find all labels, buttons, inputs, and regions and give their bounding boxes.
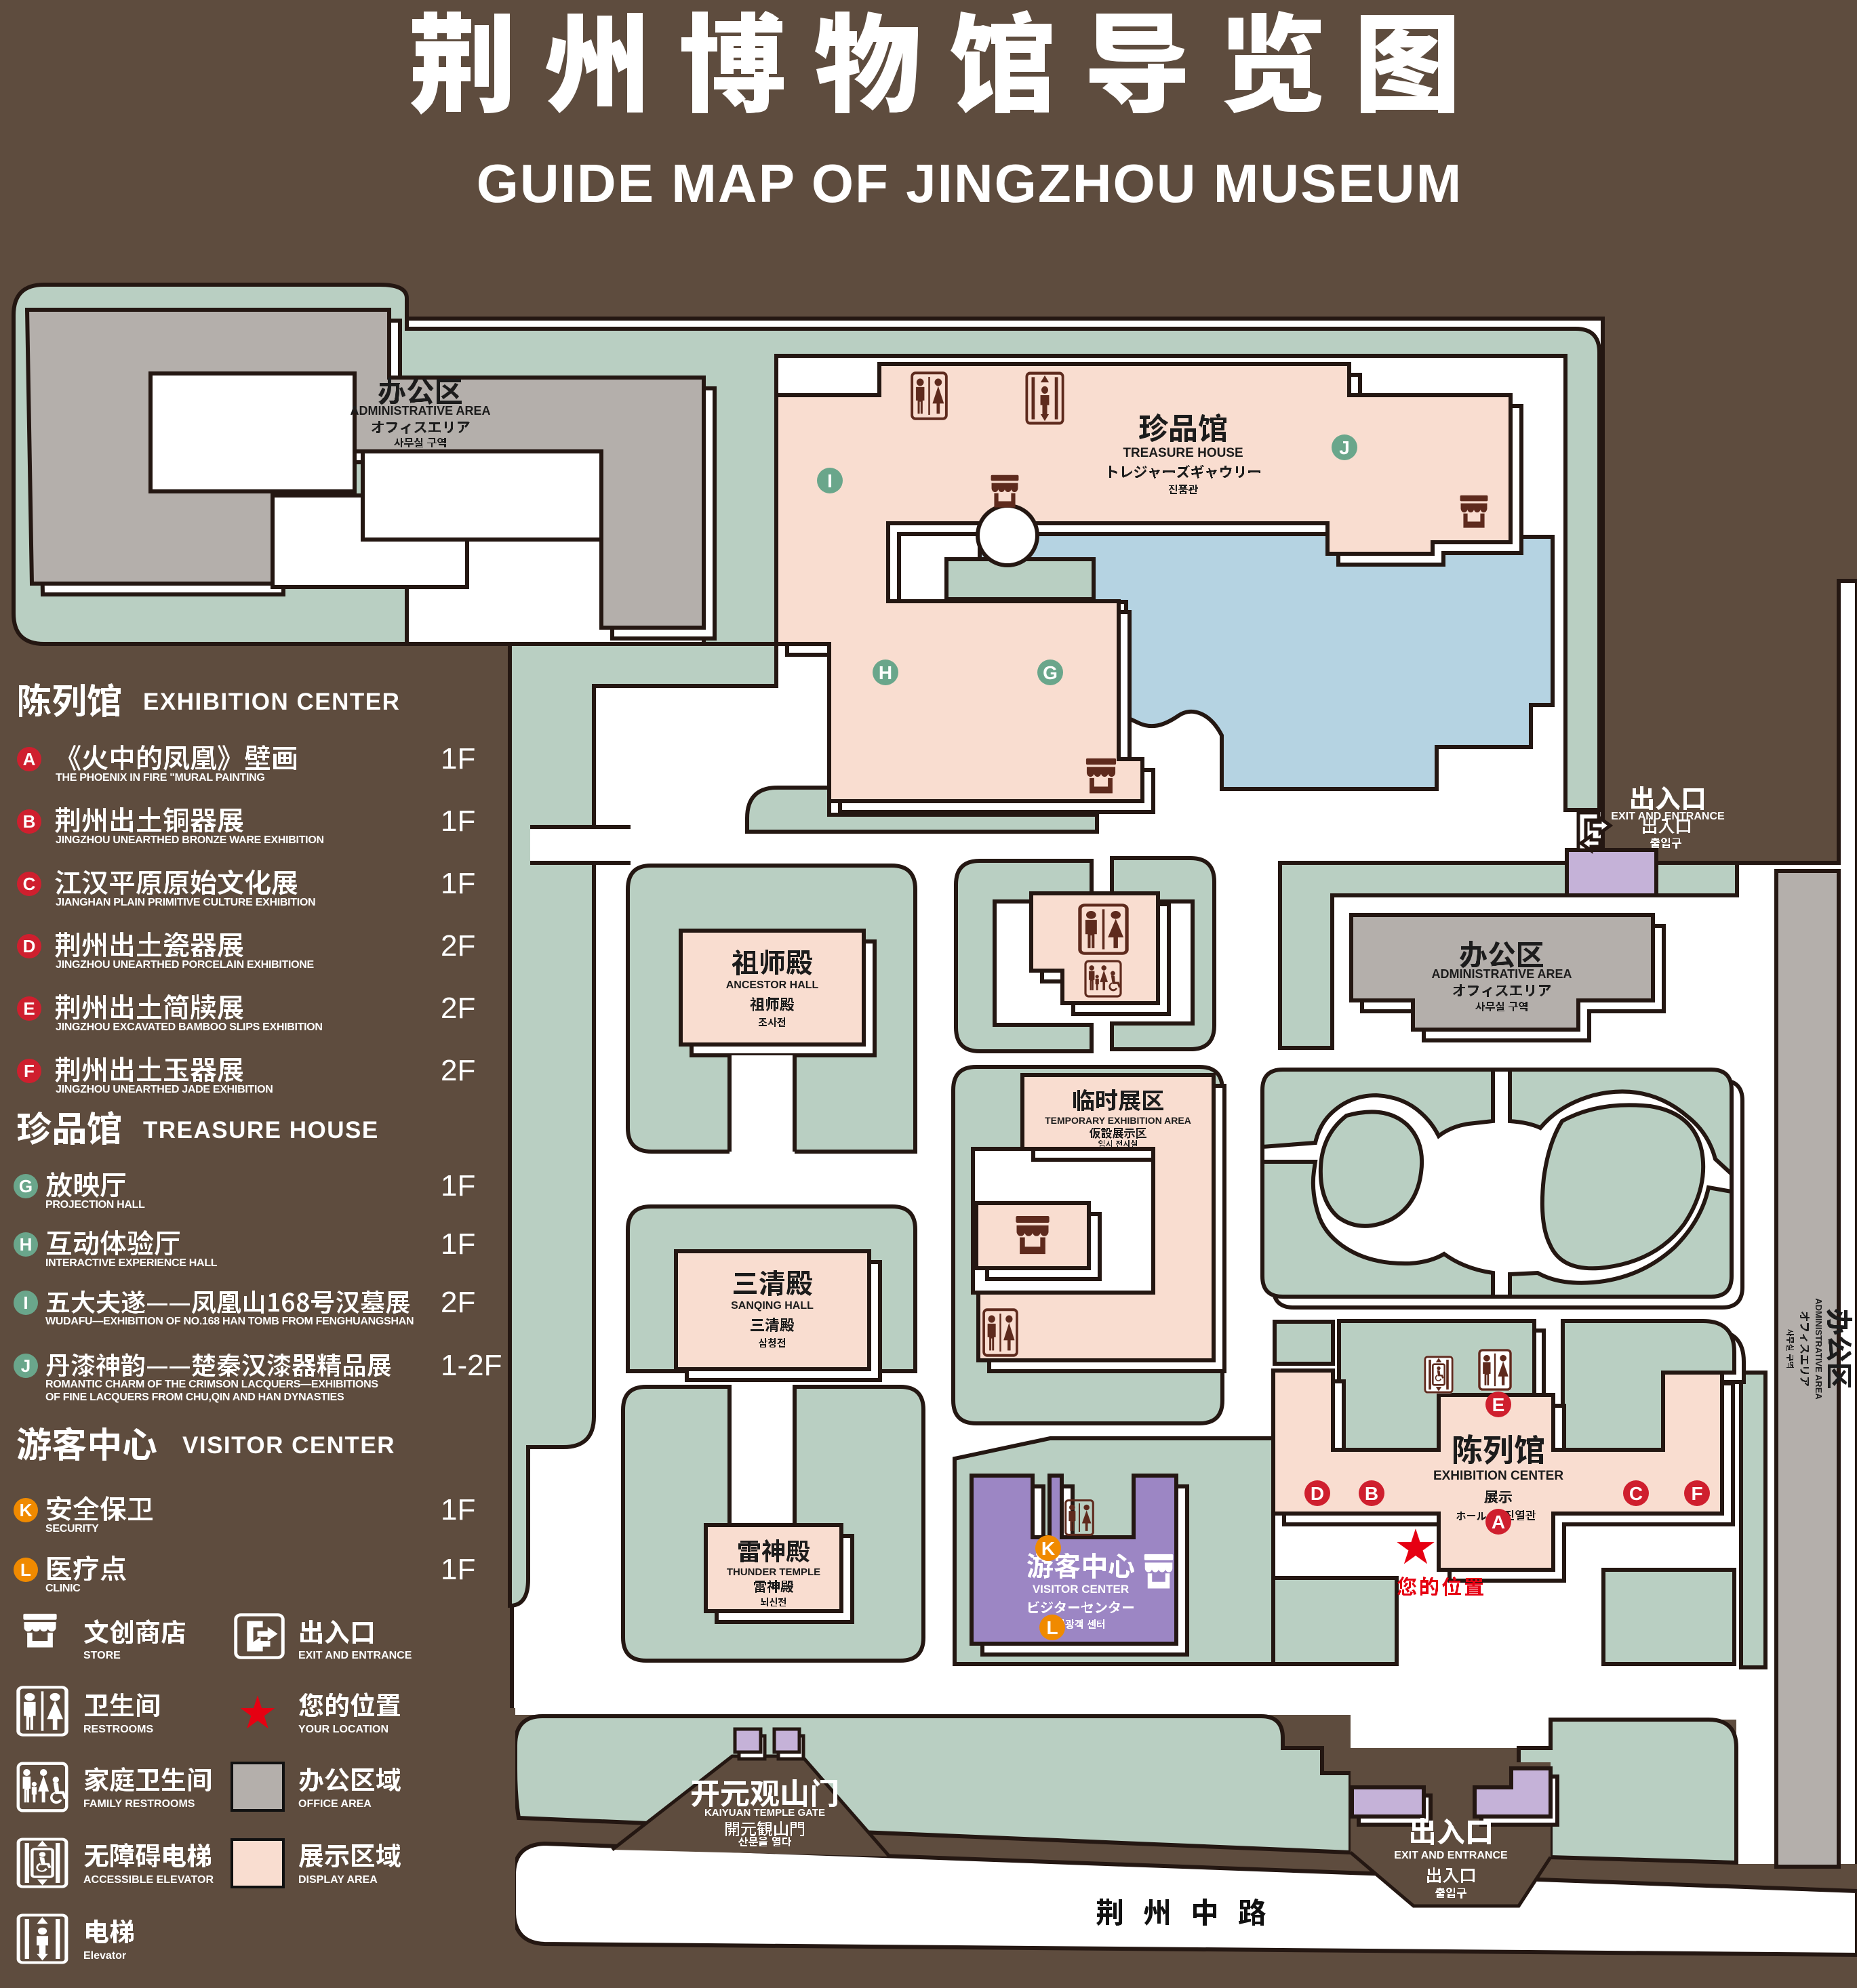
svg-text:1F: 1F (441, 805, 475, 838)
svg-text:G: G (1043, 662, 1058, 683)
svg-text:STORE: STORE (83, 1650, 121, 1661)
svg-text:K: K (1041, 1538, 1055, 1559)
svg-text:2F: 2F (441, 929, 475, 962)
svg-text:GUIDE MAP OF JINGZHOU MUSEUM: GUIDE MAP OF JINGZHOU MUSEUM (477, 153, 1463, 214)
svg-text:A: A (23, 749, 36, 769)
svg-text:JINGZHOU UNEARTHED BRONZE WARE: JINGZHOU UNEARTHED BRONZE WARE EXHIBITIO… (56, 834, 324, 846)
svg-text:THUNDER TEMPLE: THUNDER TEMPLE (727, 1566, 820, 1578)
svg-text:OFFICE AREA: OFFICE AREA (298, 1798, 372, 1810)
svg-text:EXIT AND ENTRANCE: EXIT AND ENTRANCE (298, 1650, 412, 1661)
svg-text:2F: 2F (441, 1286, 475, 1319)
svg-text:H: H (879, 662, 892, 683)
svg-text:RESTROOMS: RESTROOMS (83, 1724, 153, 1735)
svg-text:SECURITY: SECURITY (45, 1523, 99, 1535)
svg-text:THE PHOENIX IN FIRE "MURAL PAI: THE PHOENIX IN FIRE "MURAL PAINTING (56, 772, 265, 784)
svg-text:CLINIC: CLINIC (45, 1583, 81, 1594)
svg-text:YOUR LOCATION: YOUR LOCATION (298, 1724, 388, 1735)
svg-text:C: C (23, 874, 36, 894)
svg-text:C: C (1629, 1483, 1643, 1504)
svg-text:ANCESTOR HALL: ANCESTOR HALL (726, 979, 819, 991)
svg-text:EXIT AND ENTRANCE: EXIT AND ENTRANCE (1611, 811, 1725, 822)
svg-text:VISITOR CENTER: VISITOR CENTER (1033, 1583, 1129, 1596)
svg-text:TREASURE HOUSE: TREASURE HOUSE (143, 1117, 379, 1143)
svg-text:2F: 2F (441, 992, 475, 1025)
svg-text:L: L (20, 1560, 31, 1580)
svg-text:1F: 1F (441, 742, 475, 775)
svg-text:ADMINISTRATIVE AREA: ADMINISTRATIVE AREA (351, 404, 491, 418)
svg-text:1F: 1F (441, 1169, 475, 1202)
svg-text:ADMINISTRATIVE AREA: ADMINISTRATIVE AREA (1814, 1298, 1824, 1400)
svg-text:A: A (1492, 1512, 1505, 1533)
svg-text:J: J (21, 1356, 31, 1376)
svg-text:L: L (1046, 1617, 1058, 1638)
svg-text:JINGZHOU UNEARTHED PORCELAIN E: JINGZHOU UNEARTHED PORCELAIN EXHIBITIONE (56, 959, 315, 971)
svg-text:VISITOR CENTER: VISITOR CENTER (182, 1432, 395, 1459)
svg-text:I: I (827, 470, 833, 491)
svg-text:TREASURE HOUSE: TREASURE HOUSE (1123, 446, 1243, 460)
svg-text:OF FINE LACQUERS FROM CHU,QIN: OF FINE LACQUERS FROM CHU,QIN AND HAN DY… (45, 1392, 344, 1403)
svg-text:DISPLAY AREA: DISPLAY AREA (298, 1874, 378, 1886)
svg-text:EXIT AND ENTRANCE: EXIT AND ENTRANCE (1394, 1850, 1508, 1861)
svg-text:D: D (1311, 1483, 1324, 1504)
svg-text:D: D (23, 936, 36, 956)
svg-text:J: J (1339, 437, 1350, 458)
svg-text:F: F (24, 1061, 35, 1081)
svg-text:F: F (1691, 1483, 1702, 1504)
svg-text:H: H (20, 1234, 33, 1255)
svg-text:EXHIBITION CENTER: EXHIBITION CENTER (1433, 1469, 1563, 1483)
svg-text:Elevator: Elevator (83, 1950, 126, 1962)
svg-text:2F: 2F (441, 1054, 475, 1087)
svg-text:I: I (23, 1293, 28, 1313)
svg-text:JIANGHAN PLAIN PRIMITIVE CULTU: JIANGHAN PLAIN PRIMITIVE CULTURE EXHIBIT… (56, 897, 315, 908)
svg-text:1F: 1F (441, 867, 475, 900)
svg-text:SANQING HALL: SANQING HALL (731, 1300, 814, 1312)
svg-text:G: G (19, 1176, 33, 1196)
svg-text:1-2F: 1-2F (441, 1349, 502, 1382)
svg-text:1F: 1F (441, 1553, 475, 1586)
svg-text:B: B (23, 811, 36, 832)
svg-text:1F: 1F (441, 1228, 475, 1261)
svg-text:JINGZHOU EXCAVATED BAMBOO SLIP: JINGZHOU EXCAVATED BAMBOO SLIPS EXHIBITI… (56, 1021, 323, 1033)
svg-text:INTERACTIVE EXPERIENCE HALL: INTERACTIVE EXPERIENCE HALL (45, 1257, 218, 1269)
svg-text:FAMILY RESTROOMS: FAMILY RESTROOMS (83, 1798, 195, 1810)
svg-text:ADMINISTRATIVE AREA: ADMINISTRATIVE AREA (1432, 967, 1572, 981)
svg-text:E: E (23, 998, 35, 1019)
svg-text:TEMPORARY EXHIBITION AREA: TEMPORARY EXHIBITION AREA (1045, 1115, 1191, 1126)
svg-text:1F: 1F (441, 1493, 475, 1526)
svg-text:JINGZHOU UNEARTHED JADE EXHIBI: JINGZHOU UNEARTHED JADE EXHIBITION (56, 1084, 273, 1095)
svg-text:KAIYUAN TEMPLE GATE: KAIYUAN TEMPLE GATE (704, 1807, 825, 1819)
svg-text:ROMANTIC CHARM OF THE CRIMSON: ROMANTIC CHARM OF THE CRIMSON LACQUERS—E… (45, 1379, 378, 1390)
svg-text:EXHIBITION CENTER: EXHIBITION CENTER (143, 689, 400, 715)
svg-text:WUDAFU—EXHIBITION OF NO.168 HA: WUDAFU—EXHIBITION OF NO.168 HAN TOMB FRO… (45, 1316, 414, 1327)
svg-text:PROJECTION HALL: PROJECTION HALL (45, 1199, 145, 1211)
svg-text:B: B (1365, 1483, 1378, 1504)
svg-text:E: E (1492, 1394, 1505, 1415)
svg-text:ACCESSIBLE ELEVATOR: ACCESSIBLE ELEVATOR (83, 1874, 214, 1886)
svg-text:K: K (20, 1500, 33, 1520)
